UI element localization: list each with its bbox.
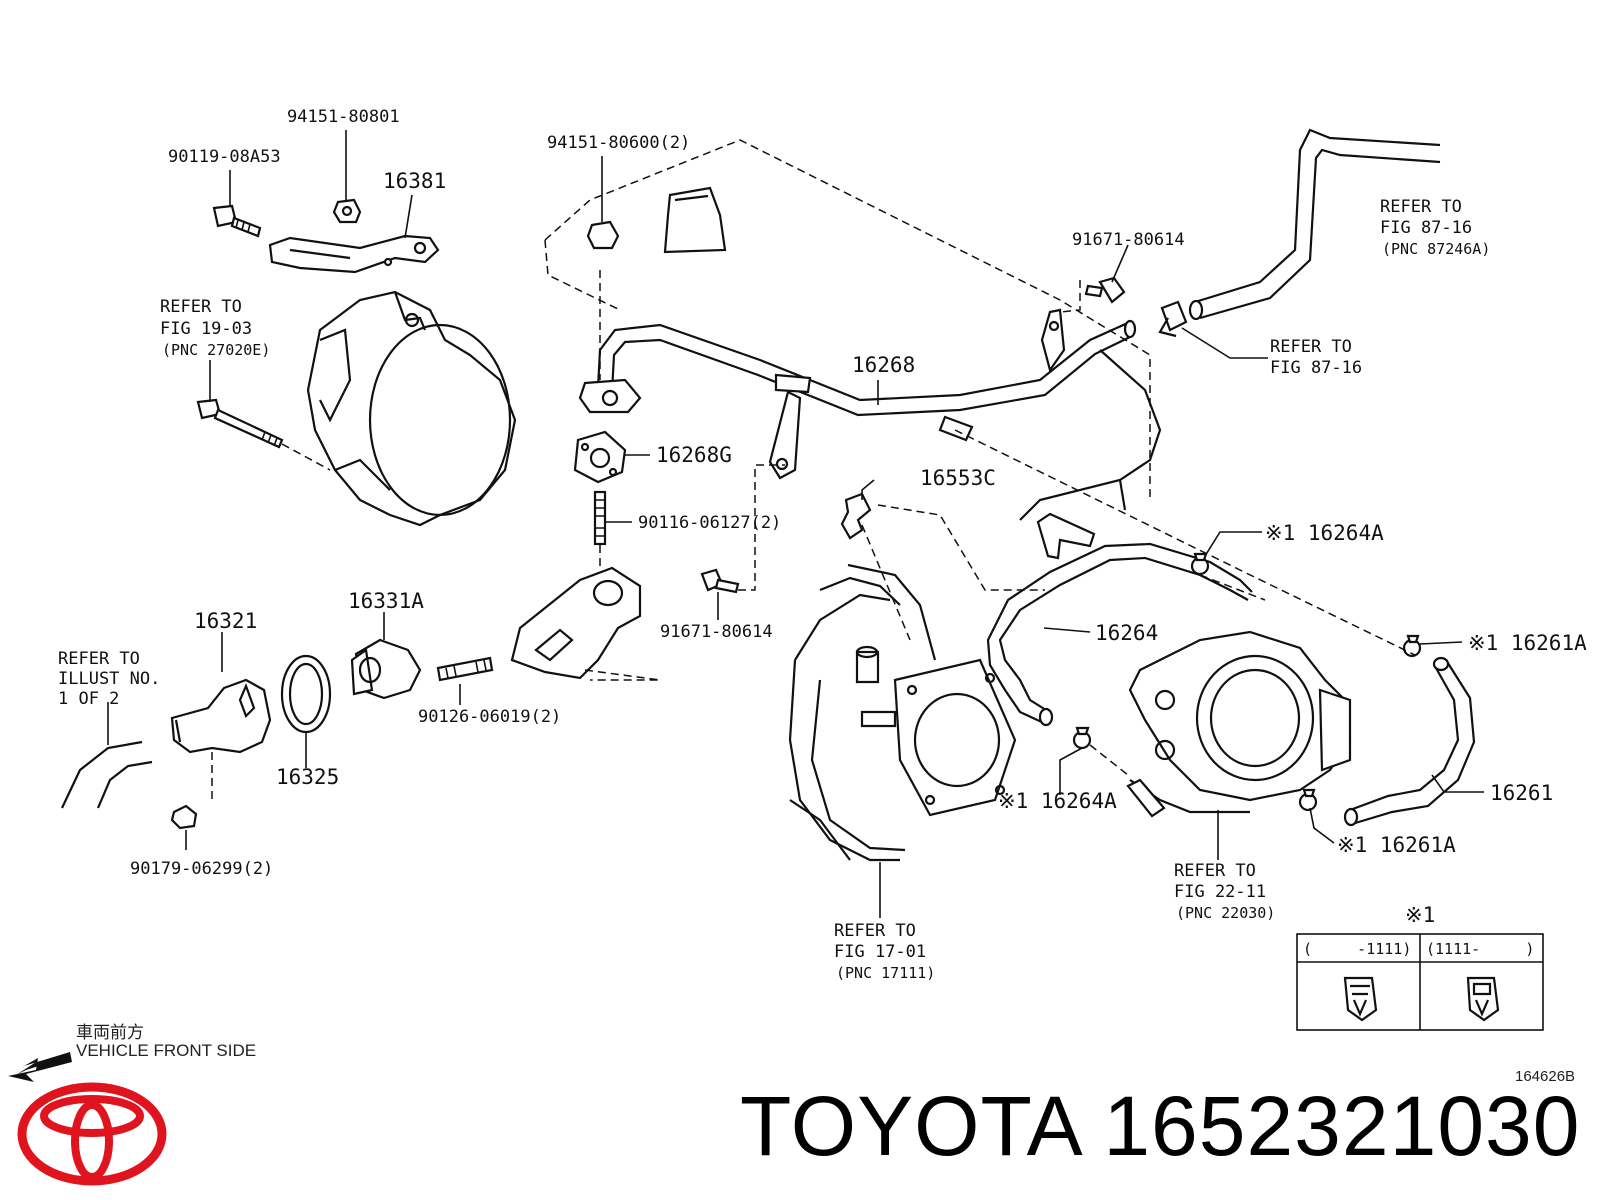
- label-refer-17-01-a: REFER TO: [834, 921, 916, 941]
- label-refer-22-11-b: FIG 22-11: [1174, 882, 1266, 902]
- leader-line: [861, 524, 911, 641]
- pipe-16268-part: [578, 319, 1137, 480]
- filler-cap-part: [663, 186, 727, 254]
- label-refer-22-11-a: REFER TO: [1174, 861, 1256, 881]
- label-refer-19-03-a: REFER TO: [160, 297, 242, 317]
- throttle-body-part: [1126, 630, 1352, 818]
- legend-col2-header: (1111- ): [1426, 940, 1534, 958]
- gasket-16325-part: [280, 654, 332, 734]
- brand-part-title: TOYOTA 1652321030: [740, 1078, 1580, 1175]
- label-91671-80614-mid: 91671-80614: [660, 622, 773, 642]
- bolt-91671-80614-top-part: [1084, 276, 1126, 304]
- leader-line: [1181, 327, 1268, 359]
- nut-90179-06299-part: [170, 804, 198, 830]
- legend-mark: ※1: [1405, 903, 1435, 927]
- label-refer-illust-a: REFER TO: [58, 649, 140, 669]
- label-refer-87-16-mid-b: FIG 87-16: [1270, 358, 1362, 378]
- label-16268G: 16268G: [656, 443, 732, 467]
- label-16331A: 16331A: [348, 589, 424, 613]
- clamp-type-a-icon: [1343, 976, 1378, 1022]
- label-90179-06299: 90179-06299(2): [130, 859, 273, 879]
- label-16261: 16261: [1490, 781, 1553, 805]
- nut-94151-80801-part: [332, 198, 362, 224]
- bracket-16381-part: [268, 234, 440, 274]
- leader-line: [877, 504, 1045, 591]
- label-refer-87-16-mid-a: REFER TO: [1270, 337, 1352, 357]
- label-refer-19-03-c: (PNC 27020E): [162, 341, 270, 359]
- front-direction-english: VEHICLE FRONT SIDE: [76, 1041, 257, 1060]
- brand-name: TOYOTA: [740, 1079, 1079, 1173]
- label-refer-87-16-top-a: REFER TO: [1380, 197, 1462, 217]
- label-refer-illust-b: ILLUST NO.: [58, 669, 160, 689]
- nut-94151-80600-part: [586, 220, 620, 250]
- label-91671-80614-top: 91671-80614: [1072, 230, 1185, 250]
- callout-labels: 94151-80801 90119-08A53 16381 94151-8060…: [58, 107, 1587, 982]
- label-90126-06019: 90126-06019(2): [418, 707, 561, 727]
- label-refer-illust-c: 1 OF 2: [58, 689, 119, 709]
- clamp-16264A-top-part: [1190, 552, 1210, 576]
- leader-line: [1059, 280, 1081, 313]
- toyota-logo-icon: [17, 1082, 167, 1186]
- label-16268: 16268: [852, 353, 915, 377]
- clip-16553C-part: [840, 492, 872, 540]
- label-90119-08A53: 90119-08A53: [168, 147, 281, 167]
- leader-line: [1089, 744, 1129, 776]
- bolt-91671-80614-mid-part: [700, 568, 740, 594]
- clamp-type-b-icon: [1466, 976, 1500, 1022]
- hose-16261-part: [1343, 656, 1476, 827]
- label-16264A-top: ※1 16264A: [1265, 521, 1384, 545]
- clamp-legend-table: ※1 ( -1111) (1111- ): [1296, 903, 1544, 1031]
- leader-line: [584, 669, 661, 681]
- label-16381: 16381: [383, 169, 446, 193]
- label-leaders: [107, 130, 1484, 918]
- bolt-alternator-part: [196, 398, 284, 449]
- gasket-16268G-part: [573, 430, 627, 484]
- label-16261A-bot: ※1 16261A: [1337, 833, 1456, 857]
- water-inlet-16321-part: [170, 678, 272, 754]
- clamp-16261A-top-part: [1402, 634, 1422, 658]
- part-number: 1652321030: [1103, 1079, 1581, 1173]
- label-16553C: 16553C: [920, 466, 996, 490]
- hose-illust-part: [61, 740, 153, 809]
- leader-line: [1199, 574, 1266, 601]
- label-refer-87-16-top-c: (PNC 87246A): [1382, 240, 1490, 258]
- label-16321: 16321: [194, 609, 257, 633]
- label-90116-06127: 90116-06127(2): [638, 513, 781, 533]
- clamp-16261A-bot-part: [1298, 788, 1318, 812]
- legend-col1-header: ( -1111): [1303, 940, 1411, 958]
- arrow-left-icon: [8, 1052, 72, 1082]
- intake-manifold-part: [788, 563, 1017, 862]
- leader-line: [738, 464, 785, 591]
- hose-87-16-part: [1158, 128, 1441, 338]
- clamp-16264A-bot-part: [1072, 726, 1092, 750]
- label-16261A-top: ※1 16261A: [1468, 631, 1587, 655]
- label-94151-80600: 94151-80600(2): [547, 133, 690, 153]
- label-94151-80801: 94151-80801: [287, 107, 400, 127]
- label-refer-17-01-b: FIG 17-01: [834, 942, 926, 962]
- label-16264A-bot: ※1 16264A: [998, 789, 1117, 813]
- engine-block-outline: [544, 139, 1162, 521]
- leader-line: [954, 429, 1416, 656]
- label-16325: 16325: [276, 765, 339, 789]
- front-direction-japanese: 車両前方: [76, 1023, 144, 1043]
- label-refer-22-11-c: (PNC 22030): [1176, 904, 1275, 922]
- label-refer-17-01-c: (PNC 17111): [836, 964, 935, 982]
- label-16264: 16264: [1095, 621, 1158, 645]
- stud-90116-06127-part: [593, 490, 607, 546]
- alternator-part: [306, 290, 517, 527]
- bolt-90119-08A53-part: [212, 204, 262, 238]
- water-outlet-part: [510, 566, 642, 680]
- thermostat-16331A-part: [350, 638, 422, 700]
- figure-id: 164626B: [1515, 1068, 1576, 1085]
- stud-90126-06019-part: [436, 656, 494, 682]
- stay-bracket-part: [1040, 308, 1066, 373]
- leader-line: [281, 443, 331, 471]
- label-refer-19-03-b: FIG 19-03: [160, 319, 252, 339]
- label-refer-87-16-top-b: FIG 87-16: [1380, 218, 1472, 238]
